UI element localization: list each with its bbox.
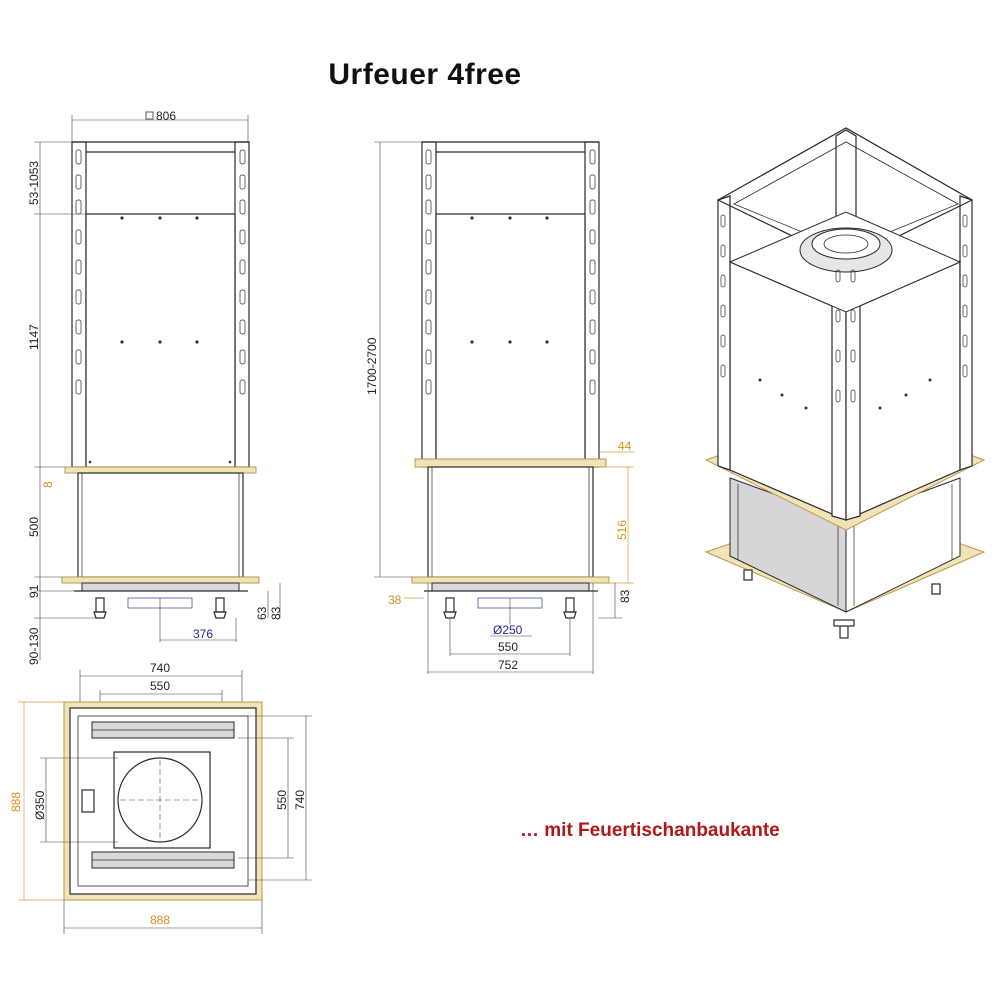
dim-90-130: 90-130 xyxy=(27,627,41,665)
dim-550-top: 550 xyxy=(150,679,170,693)
dim-91: 91 xyxy=(27,584,41,598)
top-view: 740 550 888 Ø350 550 xyxy=(9,661,312,934)
dim-500: 500 xyxy=(27,517,41,537)
dim-83-side: 83 xyxy=(618,589,632,603)
subtitle: … mit Feuertischanbaukante xyxy=(520,820,780,841)
dim-888-left: 888 xyxy=(9,792,23,812)
dim-44: 44 xyxy=(618,439,632,453)
front-view: 806 xyxy=(27,109,283,665)
side-view: 1700-2700 38 44 516 83 Ø250 550 752 xyxy=(365,141,634,674)
page-title: Urfeuer 4free xyxy=(328,58,522,91)
dim-516: 516 xyxy=(615,520,629,540)
dim-550-right: 550 xyxy=(275,790,289,810)
dim-63: 63 xyxy=(255,606,269,620)
dim-38: 38 xyxy=(388,593,402,607)
dim-888-bottom: 888 xyxy=(150,913,170,927)
dim-550-side: 550 xyxy=(498,640,518,654)
dim-250: Ø250 xyxy=(493,623,523,637)
isometric-view xyxy=(704,127,986,639)
dim-350: Ø350 xyxy=(33,790,47,820)
dim-376: 376 xyxy=(193,627,213,641)
dim-1147: 1147 xyxy=(27,324,41,350)
dim-83: 83 xyxy=(269,606,283,620)
dim-740-top: 740 xyxy=(150,661,170,675)
dim-806: 806 xyxy=(156,109,176,123)
dim-752: 752 xyxy=(498,658,518,672)
dim-53-1053: 53-1053 xyxy=(27,161,41,205)
dim-740-right: 740 xyxy=(293,790,307,810)
dim-1700-2700: 1700-2700 xyxy=(365,337,379,395)
dim-8: 8 xyxy=(41,481,55,488)
